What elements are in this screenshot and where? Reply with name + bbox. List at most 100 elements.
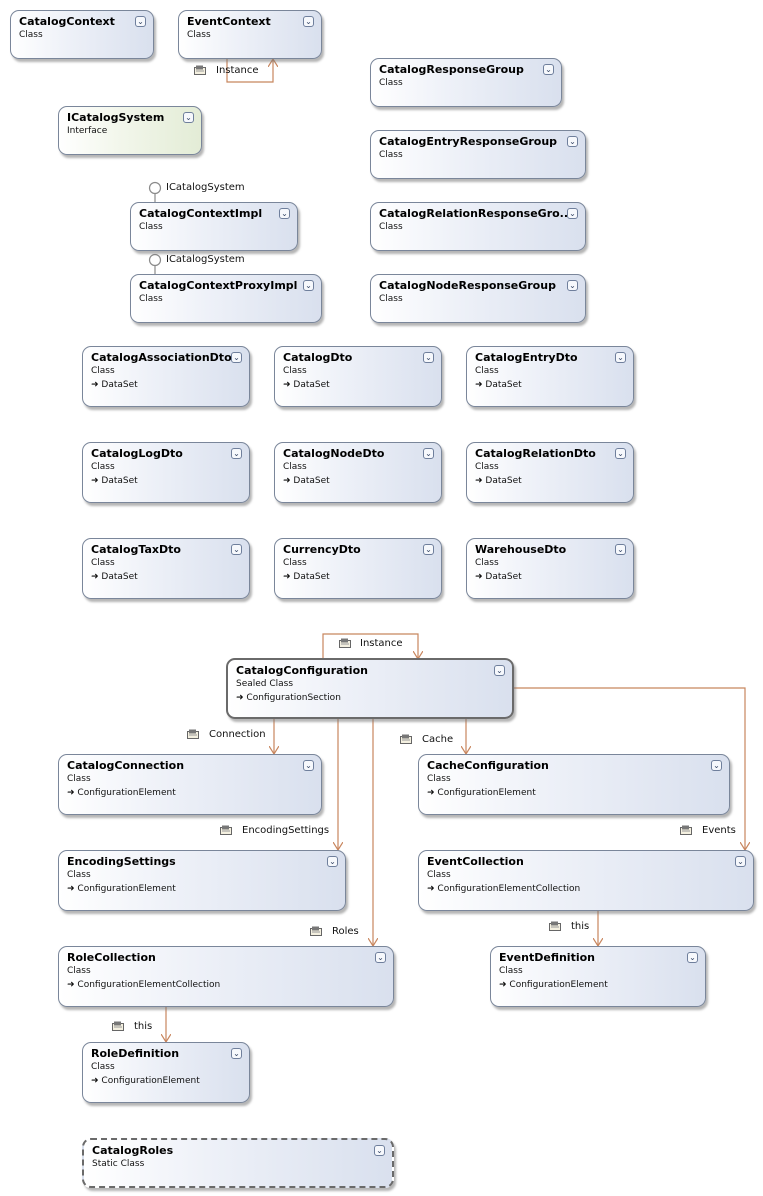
class-kind: Class — [139, 294, 163, 304]
collapse-toggle-icon[interactable]: ⌄ — [567, 208, 578, 219]
class-shape-catalog-dto[interactable]: CatalogDto Class ➜ DataSet ⌄ — [274, 346, 442, 407]
collapse-toggle-icon[interactable]: ⌄ — [567, 280, 578, 291]
base-type: ➜ DataSet — [91, 572, 138, 582]
base-type-name: DataSet — [101, 380, 138, 390]
collapse-toggle-icon[interactable]: ⌄ — [711, 760, 722, 771]
class-name: CatalogConfiguration — [236, 664, 368, 677]
collapse-toggle-icon[interactable]: ⌄ — [374, 1145, 385, 1156]
collapse-toggle-icon[interactable]: ⌄ — [327, 856, 338, 867]
class-kind: Class — [475, 462, 499, 472]
class-kind: Class — [379, 222, 403, 232]
collapse-toggle-icon[interactable]: ⌄ — [615, 352, 626, 363]
class-shape-catalog-node-dto[interactable]: CatalogNodeDto Class ➜ DataSet ⌄ — [274, 442, 442, 503]
collapse-toggle-icon[interactable]: ⌄ — [615, 544, 626, 555]
class-shape-catalog-connection[interactable]: CatalogConnection Class ➜ ConfigurationE… — [58, 754, 322, 815]
class-kind: Sealed Class — [236, 679, 294, 689]
collapse-toggle-icon[interactable]: ⌄ — [303, 280, 314, 291]
class-name: CatalogDto — [283, 351, 353, 364]
encoding-settings-label: EncodingSettings — [242, 825, 330, 836]
roles-label: Roles — [332, 926, 359, 937]
collapse-toggle-icon[interactable]: ⌄ — [231, 448, 242, 459]
class-shape-catalog-tax-dto[interactable]: CatalogTaxDto Class ➜ DataSet ⌄ — [82, 538, 250, 599]
collapse-toggle-icon[interactable]: ⌄ — [735, 856, 746, 867]
property-icon — [339, 638, 351, 648]
class-name: CatalogAssociationDto — [91, 351, 232, 364]
base-type-name: ConfigurationElement — [509, 980, 608, 990]
base-type-name: DataSet — [101, 476, 138, 486]
class-kind: Class — [379, 78, 403, 88]
class-shape-catalog-context-impl[interactable]: CatalogContextImpl Class ⌄ — [130, 202, 298, 251]
class-shape-role-collection[interactable]: RoleCollection Class ➜ ConfigurationElem… — [58, 946, 394, 1007]
class-kind: Class — [475, 366, 499, 376]
collapse-toggle-icon[interactable]: ⌄ — [183, 112, 194, 123]
class-shape-catalog-entry-response-group[interactable]: CatalogEntryResponseGroup Class ⌄ — [370, 130, 586, 179]
class-shape-catalog-context-proxy-impl[interactable]: CatalogContextProxyImpl Class ⌄ — [130, 274, 322, 323]
collapse-toggle-icon[interactable]: ⌄ — [543, 64, 554, 75]
class-kind: Class — [475, 558, 499, 568]
class-shape-event-collection[interactable]: EventCollection Class ➜ ConfigurationEle… — [418, 850, 754, 911]
collapse-toggle-icon[interactable]: ⌄ — [615, 448, 626, 459]
class-name: CatalogContextImpl — [139, 207, 263, 220]
collapse-toggle-icon[interactable]: ⌄ — [567, 136, 578, 147]
role-this-label: this — [134, 1021, 153, 1032]
impl-interface-label: ICatalogSystem — [166, 182, 245, 193]
collapse-toggle-icon[interactable]: ⌄ — [303, 16, 314, 27]
collapse-toggle-icon[interactable]: ⌄ — [231, 1048, 242, 1059]
class-shape-catalog-relation-response-group[interactable]: CatalogRelationResponseGro... Class ⌄ — [370, 202, 586, 251]
class-shape-catalog-node-response-group[interactable]: CatalogNodeResponseGroup Class ⌄ — [370, 274, 586, 323]
class-shape-catalog-configuration[interactable]: CatalogConfiguration Sealed Class ➜ Conf… — [226, 658, 514, 719]
class-shape-catalog-entry-dto[interactable]: CatalogEntryDto Class ➜ DataSet ⌄ — [466, 346, 634, 407]
base-type: ➜ DataSet — [475, 476, 522, 486]
inheritance-arrow-icon: ➜ — [427, 788, 435, 798]
class-name: CatalogContext — [19, 15, 115, 28]
class-shape-cache-configuration[interactable]: CacheConfiguration Class ➜ Configuration… — [418, 754, 730, 815]
class-name: CatalogConnection — [67, 759, 185, 772]
inheritance-arrow-icon: ➜ — [91, 1076, 99, 1086]
inheritance-arrow-icon: ➜ — [475, 380, 483, 390]
class-shape-catalog-roles[interactable]: CatalogRoles Static Class ⌄ — [82, 1138, 394, 1188]
class-shape-warehouse-dto[interactable]: WarehouseDto Class ➜ DataSet ⌄ — [466, 538, 634, 599]
collapse-toggle-icon[interactable]: ⌄ — [375, 952, 386, 963]
class-name: EventCollection — [427, 855, 524, 868]
class-shape-catalog-association-dto[interactable]: CatalogAssociationDto Class ➜ DataSet ⌄ — [82, 346, 250, 407]
class-shape-catalog-log-dto[interactable]: CatalogLogDto Class ➜ DataSet ⌄ — [82, 442, 250, 503]
inheritance-arrow-icon: ➜ — [475, 476, 483, 486]
class-shape-event-context[interactable]: EventContext Class ⌄ — [178, 10, 322, 59]
class-shape-event-definition[interactable]: EventDefinition Class ➜ ConfigurationEle… — [490, 946, 706, 1007]
collapse-toggle-icon[interactable]: ⌄ — [423, 544, 434, 555]
class-name: CatalogNodeResponseGroup — [379, 279, 556, 292]
collapse-toggle-icon[interactable]: ⌄ — [423, 448, 434, 459]
class-shape-role-definition[interactable]: RoleDefinition Class ➜ ConfigurationElem… — [82, 1042, 250, 1103]
class-shape-encoding-settings[interactable]: EncodingSettings Class ➜ ConfigurationEl… — [58, 850, 346, 911]
base-type-name: ConfigurationElement — [101, 1076, 200, 1086]
class-shape-catalog-context[interactable]: CatalogContext Class ⌄ — [10, 10, 154, 59]
base-type-name: ConfigurationElement — [77, 788, 176, 798]
base-type-name: ConfigurationElementCollection — [437, 884, 581, 894]
class-shape-currency-dto[interactable]: CurrencyDto Class ➜ DataSet ⌄ — [274, 538, 442, 599]
class-shape-catalog-relation-dto[interactable]: CatalogRelationDto Class ➜ DataSet ⌄ — [466, 442, 634, 503]
property-icon — [310, 926, 322, 936]
class-shape-catalog-response-group[interactable]: CatalogResponseGroup Class ⌄ — [370, 58, 562, 107]
class-kind: Class — [283, 558, 307, 568]
collapse-toggle-icon[interactable]: ⌄ — [303, 760, 314, 771]
class-name: EventDefinition — [499, 951, 595, 964]
collapse-toggle-icon[interactable]: ⌄ — [231, 544, 242, 555]
interface-shape-icatalog-system[interactable]: ICatalogSystem Interface ⌄ — [58, 106, 202, 155]
inheritance-arrow-icon: ➜ — [499, 980, 507, 990]
impl-lollipop-circle — [148, 181, 162, 195]
collapse-toggle-icon[interactable]: ⌄ — [231, 352, 242, 363]
property-icon — [220, 825, 232, 835]
collapse-toggle-icon[interactable]: ⌄ — [135, 16, 146, 27]
class-kind: Class — [283, 462, 307, 472]
class-kind: Static Class — [92, 1159, 145, 1169]
inheritance-arrow-icon: ➜ — [283, 572, 291, 582]
collapse-toggle-icon[interactable]: ⌄ — [687, 952, 698, 963]
collapse-toggle-icon[interactable]: ⌄ — [279, 208, 290, 219]
class-name: ICatalogSystem — [67, 111, 165, 124]
collapse-toggle-icon[interactable]: ⌄ — [423, 352, 434, 363]
property-icon — [112, 1021, 124, 1031]
collapse-toggle-icon[interactable]: ⌄ — [494, 665, 505, 676]
class-name: CatalogRelationDto — [475, 447, 596, 460]
base-type: ➜ ConfigurationElementCollection — [427, 884, 580, 894]
